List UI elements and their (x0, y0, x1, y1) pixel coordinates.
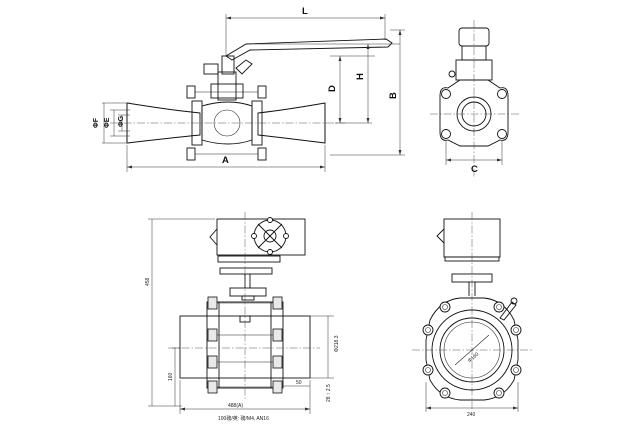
label-L: L (302, 6, 308, 17)
bore-outer (439, 317, 505, 383)
bracket-top (219, 267, 273, 275)
outer-bore (456, 96, 492, 132)
flange-bolts (186, 85, 267, 161)
lock-device (203, 63, 219, 75)
inner-bore (461, 101, 487, 127)
label-pipe-od: Φ218.3 (334, 335, 340, 352)
bore-inner (443, 321, 501, 379)
label-phiG: ΦG (118, 115, 125, 127)
valve-body (201, 101, 253, 145)
left-pipe-end (126, 102, 201, 144)
label-dim-50: 50 (296, 380, 302, 386)
label-face-to-face: 488(A) (228, 403, 243, 409)
ball (213, 109, 241, 137)
body-outline-end (439, 79, 509, 147)
label-H: H (355, 73, 366, 80)
label-phiF: ΦF (93, 117, 100, 128)
label-flange-note: 100磅/英: 磅/M4, AN16 (218, 415, 269, 422)
label-flange-width: 240 (467, 412, 476, 418)
stop-plate (235, 59, 253, 75)
gearbox-base (217, 255, 281, 263)
gearbox-end (443, 218, 501, 258)
bonnet (217, 71, 237, 101)
handle-lever (225, 38, 393, 61)
gear-operated-valve-front: 458 160 Φ218.3 50 28 ↑ 2.5 488(A) 100磅/英… (145, 212, 340, 422)
stem-coupling (229, 287, 267, 297)
label-bore: Φ160 (467, 351, 480, 364)
label-phiE: ΦE (104, 117, 111, 128)
ball-valve-end-view: C (430, 20, 520, 178)
label-center-height: 160 (168, 372, 174, 381)
label-D: D (327, 85, 338, 92)
label-A: A (222, 155, 229, 166)
gear-operated-valve-end: Φ160 240 (412, 212, 532, 418)
mounting-pad (210, 83, 244, 99)
label-B: B (388, 92, 399, 99)
label-C: C (471, 164, 478, 175)
stem-nut (221, 55, 235, 75)
label-overall-height: 458 (145, 277, 151, 286)
lube-fitting (499, 301, 517, 321)
flange-ring (431, 309, 513, 391)
right-pipe-end (257, 102, 326, 144)
flange-bolt-holes (422, 301, 522, 399)
label-dim-28: 28 ↑ 2.5 (326, 384, 332, 402)
ball-valve-side-view: L D H B A ΦF ΦE ΦG (93, 6, 405, 172)
gearbox (216, 218, 306, 256)
